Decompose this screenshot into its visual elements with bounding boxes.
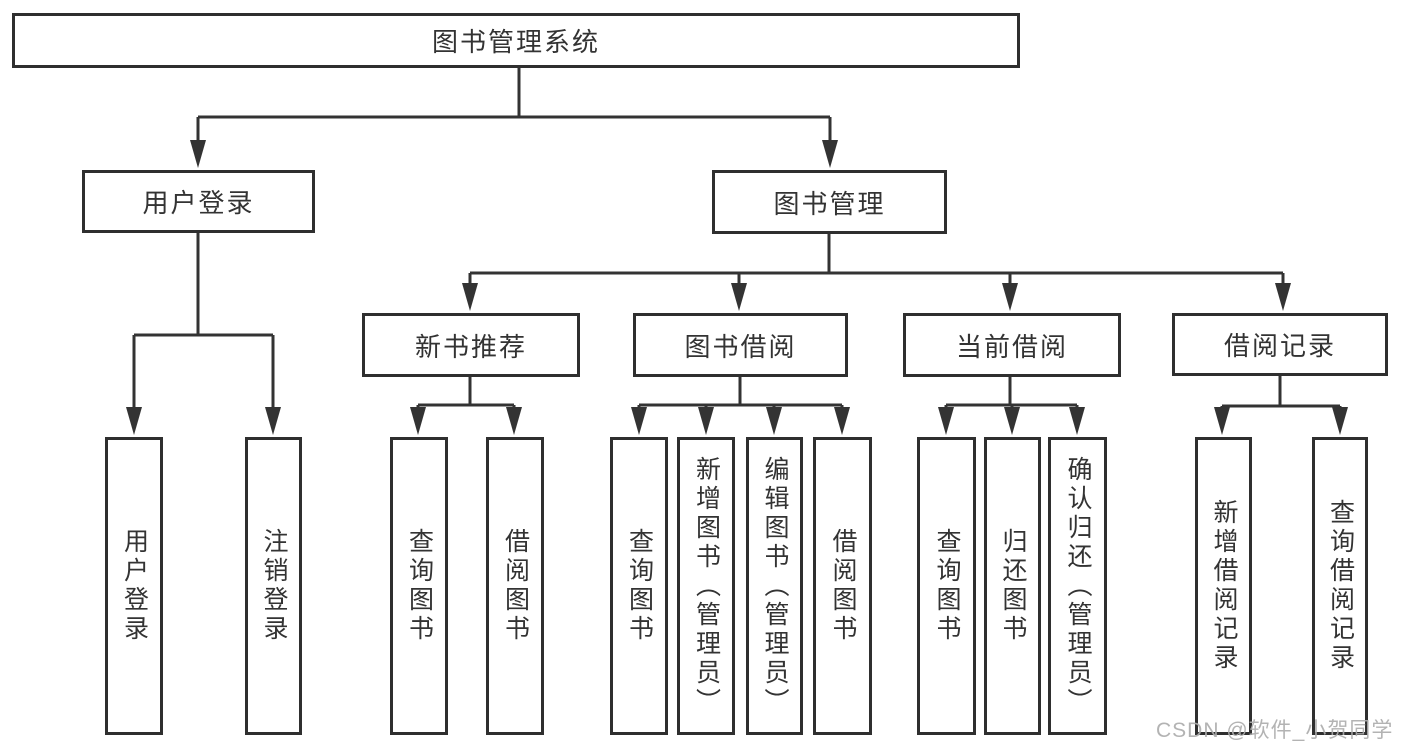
- node-root: 图书管理系统: [12, 13, 1020, 68]
- connector-new-book-children: [416, 377, 516, 409]
- leaf-query-books-rec: 查询图书: [390, 437, 448, 735]
- node-book-mgmt: 图书管理: [712, 170, 947, 234]
- node-borrow-record-label: 借阅记录: [1223, 331, 1336, 361]
- leaf-query-borrow-record: 查询借阅记录: [1312, 437, 1368, 735]
- leaf-borrow-books-label: 借阅图书: [829, 528, 857, 644]
- leaf-logout-label: 注销登录: [260, 528, 288, 644]
- leaf-query-books-borrow: 查询图书: [610, 437, 668, 735]
- node-book-borrow-label: 图书借阅: [684, 331, 797, 362]
- leaf-user-login-label: 用户登录: [120, 528, 149, 644]
- connector-root-children: [196, 68, 832, 142]
- leaf-user-login: 用户登录: [105, 437, 163, 735]
- leaf-logout: 注销登录: [245, 437, 302, 735]
- node-borrow-record: 借阅记录: [1172, 313, 1388, 376]
- leaf-add-borrow-record: 新增借阅记录: [1195, 437, 1252, 735]
- leaf-return-books: 归还图书: [984, 437, 1041, 735]
- leaf-return-books-label: 归还图书: [999, 528, 1027, 644]
- leaf-edit-books-admin: 编辑图书（管理员）: [746, 437, 803, 735]
- arrowheads: [126, 140, 1348, 435]
- leaf-confirm-return-admin: 确认归还（管理员）: [1048, 437, 1107, 735]
- leaf-add-borrow-record-label: 新增借阅记录: [1210, 499, 1238, 673]
- node-user-login: 用户登录: [82, 170, 315, 233]
- leaf-query-borrow-record-label: 查询借阅记录: [1326, 499, 1355, 673]
- connector-book-mgmt-children: [468, 234, 1285, 285]
- node-root-label: 图书管理系统: [431, 27, 600, 57]
- connector-borrow-record-children: [1220, 376, 1342, 409]
- leaf-add-books-admin: 新增图书（管理员）: [677, 437, 735, 735]
- connector-current-borrow-children: [944, 377, 1079, 409]
- leaf-query-books-current-label: 查询图书: [933, 528, 961, 644]
- leaf-query-books-borrow-label: 查询图书: [625, 528, 654, 644]
- leaf-query-books-rec-label: 查询图书: [405, 528, 434, 644]
- leaf-borrow-books: 借阅图书: [813, 437, 872, 735]
- leaf-add-books-admin-label: 新增图书（管理员）: [692, 455, 721, 717]
- node-user-login-label: 用户登录: [142, 188, 255, 218]
- leaf-query-books-current: 查询图书: [917, 437, 976, 735]
- node-current-borrow: 当前借阅: [903, 313, 1121, 377]
- csdn-watermark: CSDN @软件_小贺同学: [1156, 719, 1394, 742]
- connector-book-borrow-children: [637, 377, 844, 409]
- node-book-mgmt-label: 图书管理: [773, 188, 886, 219]
- node-book-borrow: 图书借阅: [633, 313, 848, 377]
- connector-user-login-children: [132, 233, 275, 409]
- leaf-edit-books-admin-label: 编辑图书（管理员）: [761, 455, 789, 717]
- node-current-borrow-label: 当前借阅: [955, 331, 1068, 362]
- leaf-confirm-return-admin-label: 确认归还（管理员）: [1064, 455, 1092, 717]
- leaf-borrow-books-rec: 借阅图书: [486, 437, 544, 735]
- node-new-book-rec-label: 新书推荐: [414, 331, 527, 362]
- leaf-borrow-books-rec-label: 借阅图书: [501, 528, 530, 644]
- node-new-book-rec: 新书推荐: [362, 313, 580, 377]
